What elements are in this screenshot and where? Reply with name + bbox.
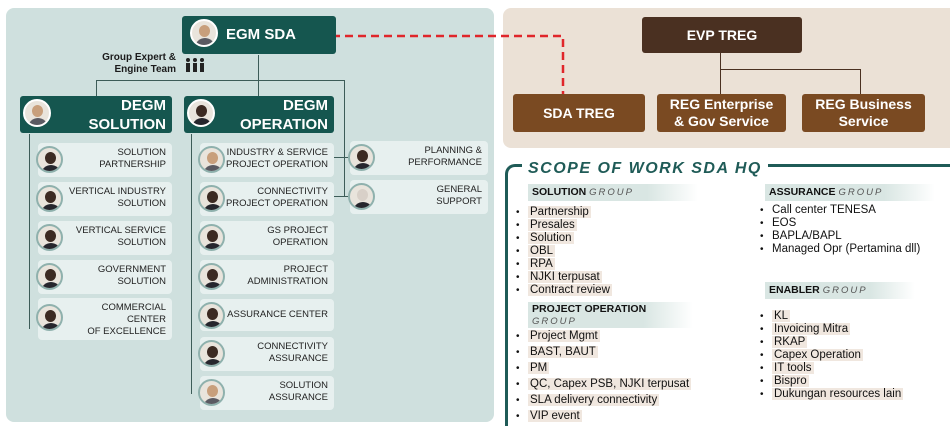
list-item: Invoicing Mitra [760, 323, 903, 336]
connector [344, 80, 345, 196]
unit-planning-performance: PLANNING & PERFORMANCE [348, 141, 488, 175]
list-item: Presales [516, 219, 612, 232]
unit-general-support: GENERAL SUPPORT [348, 180, 488, 214]
egm-title: EGM SDA [226, 26, 297, 43]
evp-treg-box: EVP TREG [642, 17, 802, 53]
unit-commercial-coe: COMMERCIAL CENTER OF EXCELLENCE [36, 298, 172, 340]
team-icon [186, 58, 204, 72]
unit-vertical-service-solution: VERTICAL SERVICE SOLUTION [36, 221, 172, 255]
list-item: Project Mgmt [516, 330, 691, 346]
connector [96, 80, 97, 96]
list-item: NJKI terpusat [516, 271, 612, 284]
list-item: Managed Opr (Pertamina dll) [760, 243, 920, 256]
enabler-group-list: KL Invoicing Mitra RKAP Capex Operation … [760, 310, 904, 401]
unit-vertical-industry-solution: VERTICAL INDUSTRY SOLUTION [36, 182, 172, 216]
degm-solution-title: DEGM SOLUTION [88, 97, 167, 133]
list-item: BAPLA/BAPL [760, 230, 920, 243]
list-item: PM [516, 362, 691, 378]
connector [96, 80, 258, 81]
degm-operation-box: DEGM OPERATION [184, 96, 334, 133]
connector [720, 69, 721, 94]
list-item: SLA delivery connectivity [516, 394, 691, 410]
unit-connectivity-project-operation: CONNECTIVITY PROJECT OPERATION [198, 182, 334, 216]
list-item: Capex Operation [760, 349, 903, 362]
unit-industry-service-project-operation: INDUSTRY & SERVICE PROJECT OPERATION [198, 143, 334, 177]
unit-project-administration: PROJECT ADMINISTRATION [198, 260, 334, 294]
connector [258, 80, 344, 81]
list-item: Call center TENESA [760, 204, 920, 217]
dashed-link [332, 34, 565, 95]
list-item: OBL [516, 245, 612, 258]
list-item: Bispro [760, 375, 903, 388]
connector [29, 134, 30, 329]
connector [191, 134, 192, 394]
list-item: BAST, BAUT [516, 346, 691, 362]
unit-gs-project-operation: GS PROJECT OPERATION [198, 221, 334, 255]
list-item: VIP event [516, 410, 691, 426]
list-item: RPA [516, 258, 612, 271]
project-operation-list: Project Mgmt BAST, BAUT PM QC, Capex PSB… [516, 330, 692, 426]
unit-government-solution: GOVERNMENT SOLUTION [36, 260, 172, 294]
reg-business-box: REG Business Service [802, 94, 925, 132]
list-item: KL [760, 310, 903, 323]
assurance-group-header: ASSURANCE GROUP [765, 184, 935, 201]
unit-connectivity-assurance: CONNECTIVITY ASSURANCE [198, 337, 334, 371]
reg-enterprise-box: REG Enterprise & Gov Service [657, 94, 786, 132]
list-item: Contract review [516, 284, 612, 297]
scope-title: SCOPE OF WORK SDA HQ [522, 160, 768, 178]
degm-operation-title: DEGM OPERATION [239, 97, 328, 133]
list-item: Dukungan resources lain [760, 388, 904, 401]
assurance-group-list: Call center TENESA EOS BAPLA/BAPL Manage… [760, 204, 920, 256]
solution-group-list: Partnership Presales Solution OBL RPA NJ… [516, 206, 612, 297]
connector [860, 69, 861, 94]
list-item: Solution [516, 232, 612, 245]
unit-assurance-center: ASSURANCE CENTER [198, 299, 334, 331]
solution-group-header: SOLUTION GROUP [528, 184, 698, 201]
egm-sda-box: EGM SDA [182, 16, 336, 54]
connector [334, 157, 348, 158]
connector [720, 69, 860, 70]
list-item: EOS [760, 217, 920, 230]
unit-solution-partnership: SOLUTION PARTNERSHIP [36, 143, 172, 177]
degm-solution-box: DEGM SOLUTION [20, 96, 172, 133]
list-item: RKAP [760, 336, 903, 349]
connector [258, 55, 259, 96]
list-item: QC, Capex PSB, NJKI terpusat [516, 378, 692, 394]
unit-solution-assurance: SOLUTION ASSURANCE [198, 376, 334, 410]
connector [334, 196, 348, 197]
group-expert-label: Group Expert & Engine Team [102, 52, 176, 75]
list-item: Partnership [516, 206, 612, 219]
enabler-group-header: ENABLER GROUP [765, 282, 915, 299]
connector [720, 53, 721, 69]
sda-treg-box: SDA TREG [513, 94, 645, 132]
list-item: IT tools [760, 362, 903, 375]
